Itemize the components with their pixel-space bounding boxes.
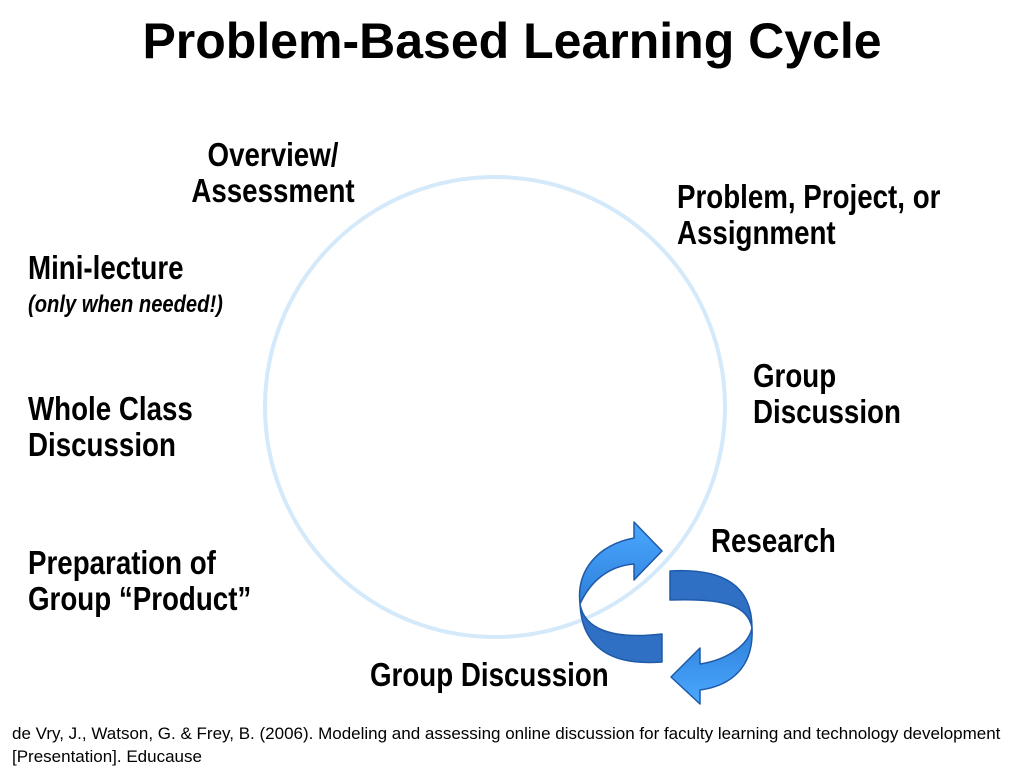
- node-overview-line-1: Overview/: [207, 136, 339, 173]
- circular-arrows-icon: [578, 521, 753, 705]
- node-mini-lecture-label: Mini-lecture: [28, 249, 184, 286]
- node-group-discussion-bottom: Group Discussion: [370, 657, 609, 693]
- node-overview-assessment: Overview/ Assessment: [186, 137, 359, 209]
- node-whole-class-line-1: Whole Class: [28, 390, 193, 427]
- curved-arrow-up-right: [578, 521, 663, 605]
- node-problem-line-1: Problem, Project, or: [677, 178, 941, 215]
- curved-arrow-down-left: [670, 627, 753, 705]
- node-group-discussion-right-line-1: Group: [753, 357, 837, 394]
- node-research: Research: [711, 523, 836, 559]
- node-mini-lecture: Mini-lecture (only when needed!): [28, 250, 223, 322]
- node-research-label: Research: [711, 522, 836, 559]
- node-group-discussion-right-line-2: Discussion: [753, 393, 901, 430]
- node-whole-class-line-2: Discussion: [28, 426, 176, 463]
- curved-arrow-up-right-shade: [579, 603, 663, 664]
- slide-title: Problem-Based Learning Cycle: [142, 13, 882, 69]
- node-preparation-line-1: Preparation of: [28, 544, 216, 581]
- node-problem-line-2: Assignment: [677, 214, 836, 251]
- node-whole-class-discussion: Whole Class Discussion: [28, 391, 193, 463]
- node-mini-lecture-note: (only when needed!): [28, 291, 223, 318]
- node-preparation-group-product: Preparation of Group “Product”: [28, 545, 251, 617]
- curved-arrow-down-left-shade: [669, 569, 753, 629]
- node-preparation-line-2: Group “Product”: [28, 580, 252, 617]
- citation: de Vry, J., Watson, G. & Frey, B. (2006)…: [12, 724, 1001, 766]
- node-group-discussion-bottom-label: Group Discussion: [370, 656, 609, 693]
- node-problem-project-assignment: Problem, Project, or Assignment: [677, 179, 940, 251]
- node-overview-line-2: Assessment: [191, 172, 355, 209]
- node-group-discussion-right: Group Discussion: [753, 358, 901, 430]
- cycle-ring: [263, 175, 727, 639]
